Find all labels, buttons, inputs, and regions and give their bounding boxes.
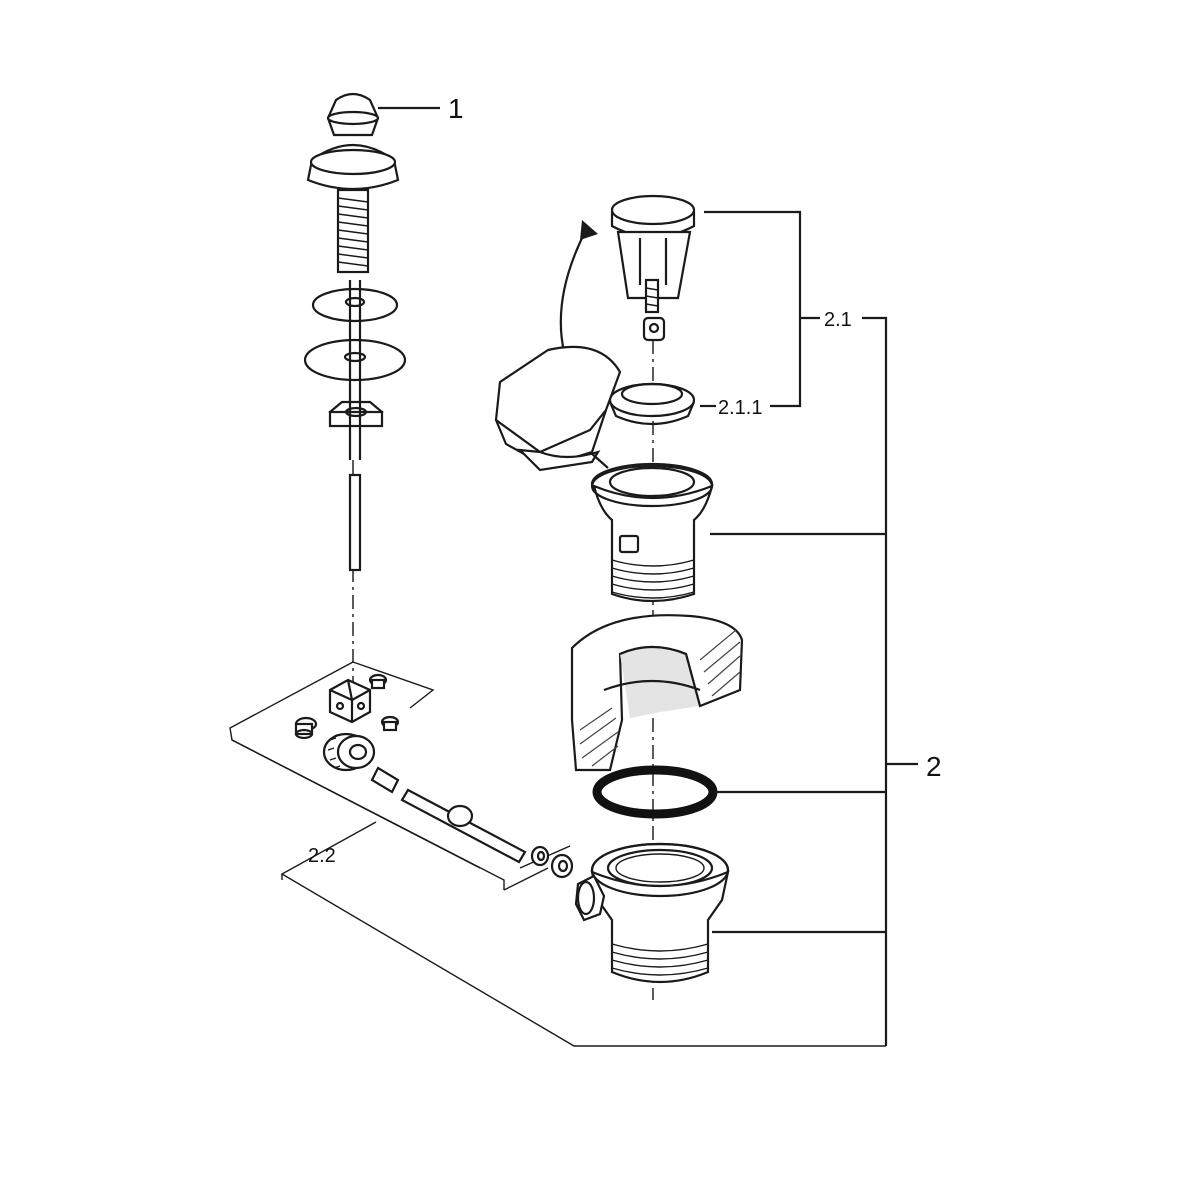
callout-1: 1 — [448, 93, 464, 124]
lift-rod-knob-assembly — [303, 92, 440, 700]
callout-2-1-1: 2.1.1 — [718, 397, 762, 419]
set-screw — [380, 715, 400, 732]
rubber-gasket — [592, 765, 718, 819]
plug-seal-ring — [608, 382, 696, 426]
drain-flange — [590, 462, 714, 603]
drain-body — [574, 842, 730, 984]
callout-2-1: 2.1 — [824, 309, 852, 331]
pop-up-plug — [610, 194, 696, 342]
basin-section — [570, 614, 744, 772]
drain-clip — [494, 345, 622, 472]
pop-up-linkage-assembly — [229, 661, 886, 1047]
set-screw — [368, 673, 388, 690]
callout-2: 2 — [926, 751, 942, 782]
set-screw — [294, 716, 318, 740]
callout-2-2: 2.2 — [308, 845, 336, 867]
drain-assembly — [494, 194, 918, 1046]
